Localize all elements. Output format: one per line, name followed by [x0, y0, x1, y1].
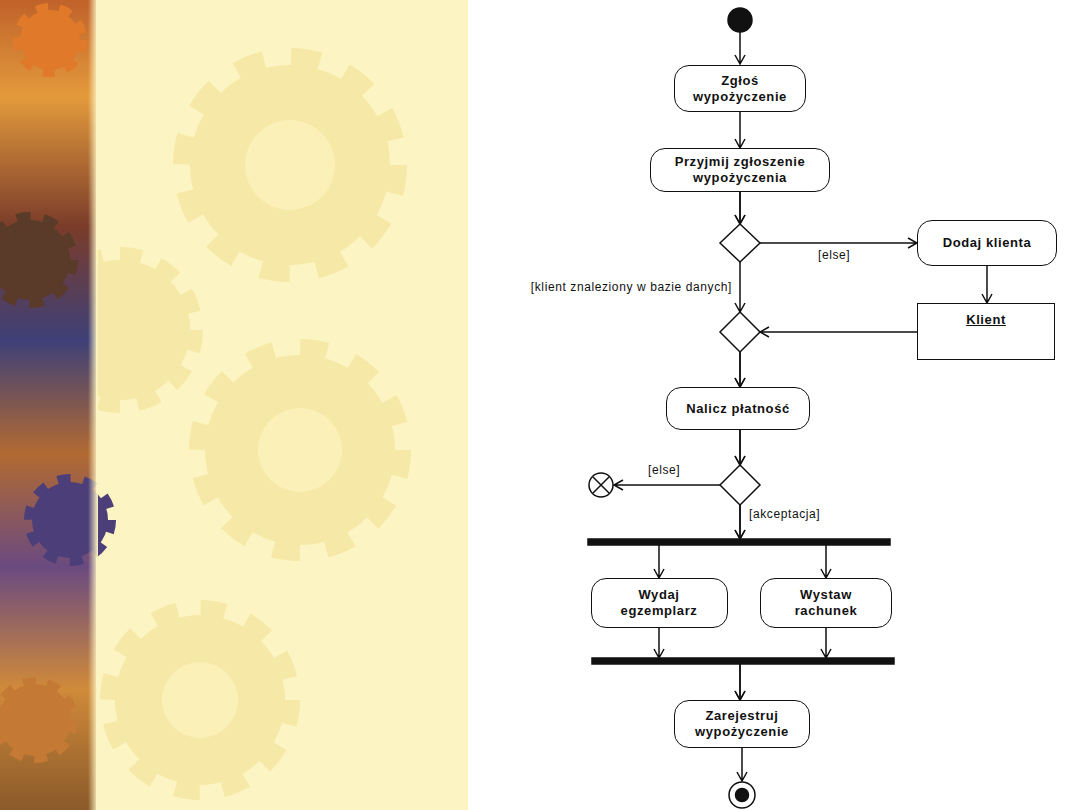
decision-diamond: [720, 224, 760, 262]
action-label: Nalicz płatność: [678, 401, 798, 417]
gear: [115, 615, 285, 785]
gear: [205, 355, 395, 545]
gear-hub: [162, 662, 238, 738]
control-flow: [735, 327, 917, 387]
control-flow: [735, 628, 831, 700]
control-flow: [654, 430, 745, 578]
control-flow: [614, 480, 720, 490]
join-bar: [592, 658, 894, 664]
object-box: Klient: [917, 303, 1055, 360]
gear: [0, 220, 70, 300]
gear: [190, 65, 390, 265]
gear-watermarks: [50, 65, 395, 785]
control-flow: [735, 32, 745, 64]
action-label: Wydaj egzemplarz: [592, 587, 727, 619]
action-label: Klient: [958, 312, 1014, 328]
control-flow: [737, 748, 747, 781]
control-flow: [735, 430, 831, 578]
action-label: Zgłoś wypożyczenie: [675, 73, 805, 105]
action-box: Wystaw rachunek: [760, 578, 892, 628]
flow-final-node: [589, 473, 613, 497]
fork-bar: [588, 539, 890, 545]
action-box: Wydaj egzemplarz: [591, 578, 728, 628]
initial-node: [728, 8, 752, 32]
action-box: Dodaj klienta: [917, 220, 1057, 266]
action-label: Dodaj klienta: [935, 235, 1040, 251]
gear-hub: [245, 120, 335, 210]
control-flow: [735, 192, 917, 248]
action-label: Przyjmij zgłoszenie wypożyczenia: [651, 154, 829, 186]
action-box: Przyjmij zgłoszenie wypożyczenia: [650, 148, 830, 192]
decision-diamond: [720, 465, 760, 505]
flow-final-cross: [593, 477, 609, 493]
control-flow: [982, 266, 992, 303]
strip-edge: [88, 0, 98, 810]
gear: [0, 684, 71, 756]
guard-label: [klient znaleziony w bazie danych]: [529, 280, 734, 294]
action-box: Zarejestruj wypożyczenie: [674, 700, 810, 748]
gear: [20, 10, 80, 70]
gear-hubs: [162, 120, 342, 738]
colour-strip: [0, 0, 96, 810]
white-panel: [468, 0, 1080, 810]
final-node-dot: [736, 789, 749, 802]
control-flow: [654, 628, 745, 700]
final-node: [729, 782, 755, 808]
action-label: Wystaw rachunek: [761, 587, 891, 619]
guard-label: [else]: [816, 248, 852, 262]
control-flow: [735, 112, 745, 148]
action-box: Nalicz płatność: [666, 387, 810, 430]
merge-diamond: [720, 312, 760, 352]
guard-label: [else]: [646, 463, 682, 477]
action-box: Zgłoś wypożyczenie: [674, 65, 806, 112]
action-label: Zarejestruj wypożyczenie: [675, 708, 809, 740]
gear-hub: [258, 408, 342, 492]
guard-label: [akceptacja]: [747, 507, 822, 521]
activity-symbols: [588, 8, 894, 808]
yellow-panel: [0, 0, 468, 810]
